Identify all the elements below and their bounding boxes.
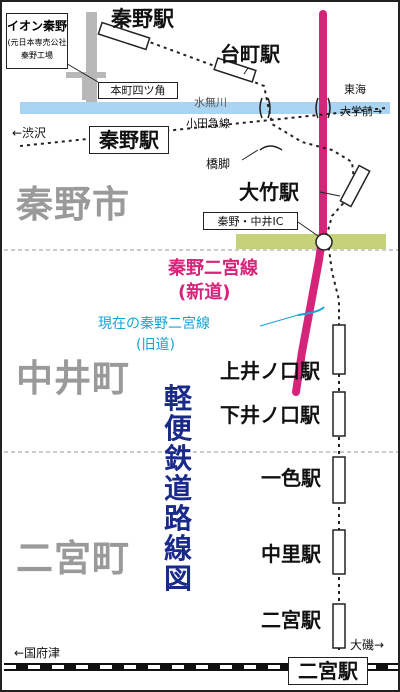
station-box-hadano-old	[97, 21, 151, 51]
station-box-ninomiya	[332, 603, 346, 649]
factory-name: イオン秦野	[7, 19, 68, 33]
label-old-road-2: (旧道)	[136, 337, 175, 353]
city-hadano: 秦野市	[16, 183, 130, 226]
mizunashi-river	[20, 102, 390, 114]
city-nakai: 中井町	[16, 357, 130, 400]
label-tokai-2: 大学前→	[340, 105, 383, 118]
road-gray-vertical-2	[82, 72, 88, 100]
factory-former-2: 秦野工場	[21, 51, 53, 60]
leader-daimachi	[243, 67, 249, 75]
light-railway-track	[143, 39, 356, 325]
city-ninomiya: 二宮町	[16, 537, 130, 580]
old-road-leader	[259, 314, 299, 327]
hashiashi-mark	[259, 145, 283, 151]
bridge-mark-1	[259, 97, 271, 119]
station-box-shimoinokuchi	[332, 391, 346, 437]
label-otake: 大竹駅	[239, 180, 299, 204]
station-box-kamiinokuchi	[332, 324, 346, 375]
label-mizunashi: 水無川	[194, 96, 227, 109]
label-shimoinokuchi: 下井ノ口駅	[220, 403, 320, 427]
label-kokufu: ←国府津	[14, 646, 61, 660]
title-char-6: 線	[163, 532, 192, 565]
label-hadano-odakyu: 秦野駅	[89, 126, 169, 154]
leader-factory	[63, 61, 99, 83]
leader-ic	[297, 221, 319, 237]
station-box-otake	[339, 164, 371, 208]
label-nakazato: 中里駅	[261, 542, 321, 566]
title-char-5: 路	[163, 502, 192, 535]
label-hadano-old: 秦野駅	[111, 7, 174, 31]
label-new-road-1: 秦野二宮線	[168, 258, 258, 279]
station-box-nakazato	[332, 529, 346, 575]
label-new-road-2: (新道)	[178, 282, 231, 303]
title-char-4: 道	[163, 472, 192, 505]
title-char-7: 図	[163, 562, 192, 595]
title-char-3: 鉄	[163, 442, 192, 475]
new-road	[292, 10, 327, 396]
label-oiso: 大磯→	[350, 638, 385, 652]
leader-hashiashi	[241, 149, 259, 161]
title-char-2: 便	[163, 412, 192, 445]
road-gray-vertical	[86, 12, 97, 102]
label-isshiki: 一色駅	[261, 466, 321, 490]
label-ic: 秦野・中井IC	[203, 212, 298, 230]
factory-former-1: (元日本専売公社	[7, 38, 67, 47]
label-ninomiya: 二宮駅	[261, 608, 321, 632]
label-odakyu: 小田急線	[186, 117, 230, 130]
label-hashiashi: 橋脚	[206, 157, 231, 171]
station-box-daimachi	[213, 57, 257, 83]
label-shibusawa: ←渋沢	[12, 126, 47, 140]
ic-band	[236, 234, 386, 249]
label-old-road-1: 現在の秦野二宮線	[98, 316, 210, 332]
label-ninomiya-jr: 二宮駅	[288, 657, 368, 685]
odakyu-track	[19, 107, 387, 147]
leader-otake	[319, 191, 341, 197]
label-kamiinokuchi: 上井ノ口駅	[220, 359, 320, 383]
label-motomachi: 本町四ツ角	[98, 82, 178, 99]
station-box-isshiki	[332, 456, 346, 504]
title-char-1: 軽	[163, 382, 192, 415]
factory-label-box: イオン秦野 (元日本専売公社 秦野工場	[6, 13, 68, 69]
ic-circle	[315, 233, 333, 251]
bridge-mark-2	[315, 97, 331, 119]
label-daimachi: 台町駅	[220, 42, 280, 66]
old-road-line	[297, 306, 325, 316]
label-tokai: 東海	[344, 83, 366, 96]
map-title: 軽 便 鉄 道 路 線 図	[163, 384, 193, 594]
